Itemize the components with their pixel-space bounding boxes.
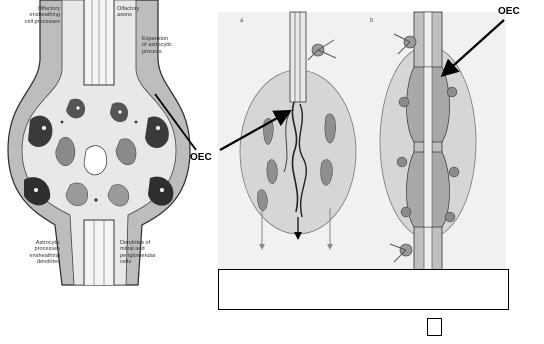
caption-box — [218, 269, 509, 310]
right-callout-arrow — [444, 20, 504, 74]
left-oec-label: OEC — [190, 152, 212, 163]
right-oec-label: OEC — [498, 6, 520, 17]
left-callout-arrow — [220, 112, 288, 150]
checkbox-square[interactable] — [427, 318, 442, 336]
left-callout-leader — [155, 94, 196, 150]
